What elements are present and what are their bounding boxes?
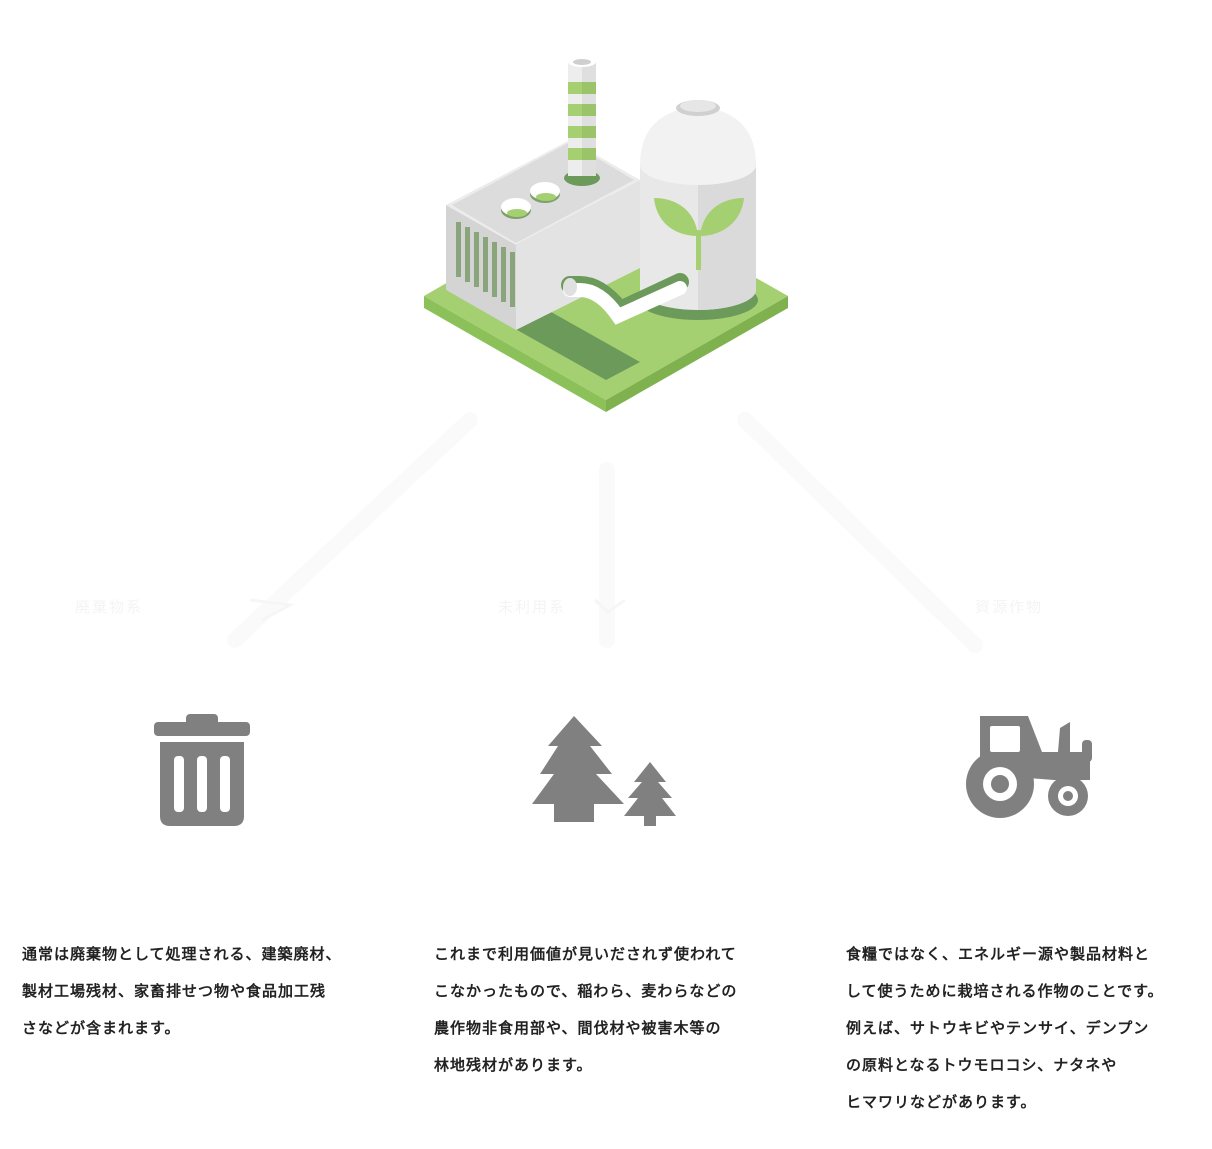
description-line: ヒマワリなどがあります。	[846, 1093, 1037, 1111]
description-line: 例えば、サトウキビやテンサイ、デンプン	[846, 1019, 1150, 1037]
description-line: して使うために栽培される作物のことです。	[846, 982, 1164, 1000]
connector-left	[227, 412, 478, 648]
description-line: 食糧ではなく、エネルギー源や製品材料と	[846, 945, 1151, 963]
faint-arrow-center-icon	[593, 598, 626, 614]
description-line: 製材工場残材、家畜排せつ物や食品加工残	[22, 982, 327, 1000]
description-line: さなどが含まれます。	[22, 1019, 181, 1037]
connector-right	[737, 412, 983, 653]
description-line: 通常は廃棄物として処理される、建築廃材、	[22, 945, 342, 963]
faint-label-unused: 未利用系	[498, 598, 567, 616]
description-line: これまで利用価値が見いだされず使われて	[434, 945, 737, 963]
faint-label-crops: 資源作物	[975, 598, 1044, 616]
description-unused: これまで利用価値が見いだされず使われて こなかったもので、稲わら、麦わらなどの …	[434, 936, 737, 1084]
description-line: の原料となるトウモロコシ、ナタネや	[846, 1056, 1118, 1074]
description-line: 林地残材があります。	[434, 1056, 593, 1074]
description-line: こなかったもので、稲わら、麦わらなどの	[434, 982, 738, 1000]
faint-label-waste: 廃棄物系	[75, 598, 144, 616]
trees-icon	[532, 716, 676, 826]
trash-can-icon	[154, 714, 250, 826]
connector-lines	[0, 0, 1212, 700]
description-line: 農作物非食用部や、間伐材や被害木等の	[434, 1019, 722, 1037]
biomass-plant-illustration	[424, 57, 788, 412]
tractor-icon	[966, 716, 1092, 818]
faint-arrow-left-icon	[249, 598, 295, 622]
description-crops: 食糧ではなく、エネルギー源や製品材料と して使うために栽培される作物のことです。…	[846, 936, 1164, 1121]
description-waste: 通常は廃棄物として処理される、建築廃材、 製材工場残材、家畜排せつ物や食品加工残…	[22, 936, 342, 1047]
